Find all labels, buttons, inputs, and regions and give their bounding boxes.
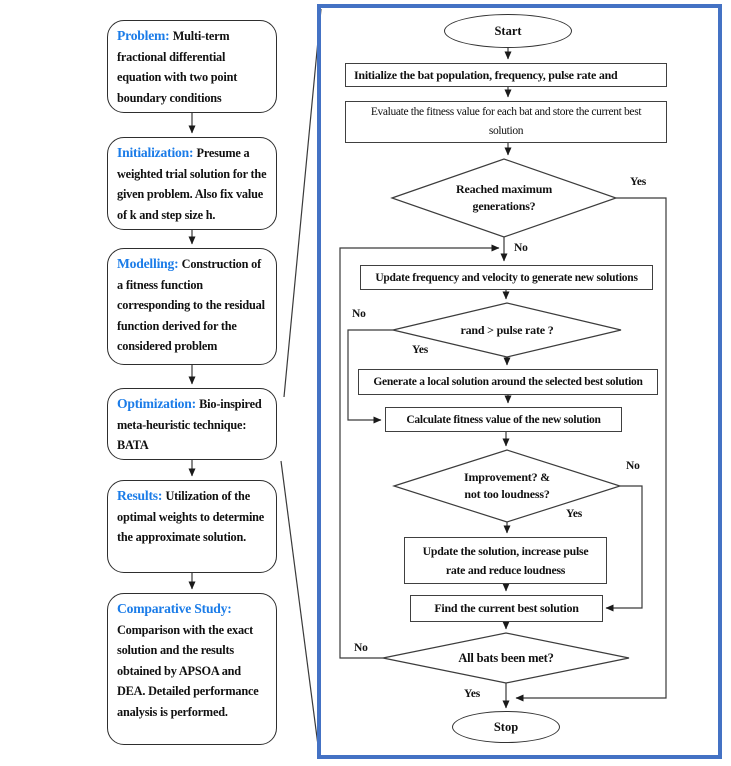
- decision-max-generations: Reached maximum generations?: [429, 173, 579, 223]
- step-body-problem: Multi-term fractional differential equat…: [117, 29, 238, 105]
- flow-node-start: Start: [444, 14, 572, 48]
- step-body-optimization: Bio-inspired meta-heuristic technique: B…: [117, 397, 262, 452]
- decision-improvement: Improvement? & not too loudness?: [417, 461, 597, 511]
- step-header-optimization: Optimization:: [117, 396, 196, 411]
- step-header-initialization: Initialization:: [117, 145, 194, 160]
- step-box-modelling: Modelling:Construction of a fitness func…: [107, 248, 277, 365]
- step-box-initialization: Initialization:Presume a weighted trial …: [107, 137, 277, 230]
- branch-label-yes-allbats: Yes: [464, 688, 481, 700]
- branch-label-no-max: No: [514, 242, 528, 254]
- evaluate-line-2: solution: [488, 125, 524, 137]
- step-header-comparative-study: Comparative Study:: [117, 601, 232, 616]
- step-box-results: Results:Utilization of the optimal weigh…: [107, 480, 277, 573]
- flow-node-update-solution: Update the solution, increase pulse rate…: [404, 537, 607, 584]
- branch-label-yes-rand: Yes: [412, 344, 429, 356]
- flow-node-calc-fitness: Calculate fitness value of the new solut…: [385, 407, 622, 432]
- branch-label-no-improve: No: [626, 460, 640, 472]
- flow-node-initialize: Initialize the bat population, frequency…: [345, 63, 667, 87]
- decision-max-line-1: Reached maximum: [456, 182, 552, 196]
- decision-improvement-line-2: not too loudness?: [464, 487, 550, 501]
- flow-node-generate-local: Generate a local solution around the sel…: [358, 369, 658, 395]
- decision-improvement-line-1: Improvement? &: [464, 470, 550, 484]
- step-header-results: Results:: [117, 488, 163, 503]
- flow-node-evaluate-fitness: Evaluate the fitness value for each bat …: [345, 101, 667, 143]
- step-body-results: Utilization of the optimal weights to de…: [117, 489, 265, 544]
- step-header-modelling: Modelling:: [117, 256, 179, 271]
- branch-label-no-rand: No: [352, 308, 366, 320]
- flowchart-panel-border: [317, 4, 722, 759]
- flow-node-stop: Stop: [452, 711, 560, 743]
- step-box-optimization: Optimization:Bio-inspired meta-heuristic…: [107, 388, 277, 460]
- decision-max-line-2: generations?: [472, 199, 536, 213]
- step-header-problem: Problem:: [117, 28, 170, 43]
- branch-label-yes-max: Yes: [630, 176, 647, 188]
- decision-all-bats: All bats been met?: [458, 650, 554, 665]
- branch-label-no-allbats: No: [354, 642, 368, 654]
- step-body-modelling: Construction of a fitness function corre…: [117, 257, 265, 353]
- step-body-initialization: Presume a weighted trial solution for th…: [117, 146, 267, 222]
- update-solution-line-2: rate and reduce loudness: [445, 562, 566, 577]
- step-box-comparative-study: Comparative Study: Comparison with the ex…: [107, 593, 277, 745]
- update-solution-line-1: Update the solution, increase pulse: [422, 543, 589, 558]
- callout-lines: [280, 8, 322, 754]
- flow-node-update-frequency: Update frequency and velocity to generat…: [360, 265, 653, 290]
- flow-node-find-best: Find the current best solution: [410, 595, 603, 622]
- evaluate-line-1: Evaluate the fitness value for each bat …: [370, 106, 642, 118]
- step-body-comparative-study: Comparison with the exact solution and t…: [117, 622, 259, 719]
- decision-rand-pulse: rand > pulse rate ?: [460, 322, 554, 337]
- branch-label-yes-improve: Yes: [566, 508, 583, 520]
- step-box-problem: Problem:Multi-term fractional differenti…: [107, 20, 277, 113]
